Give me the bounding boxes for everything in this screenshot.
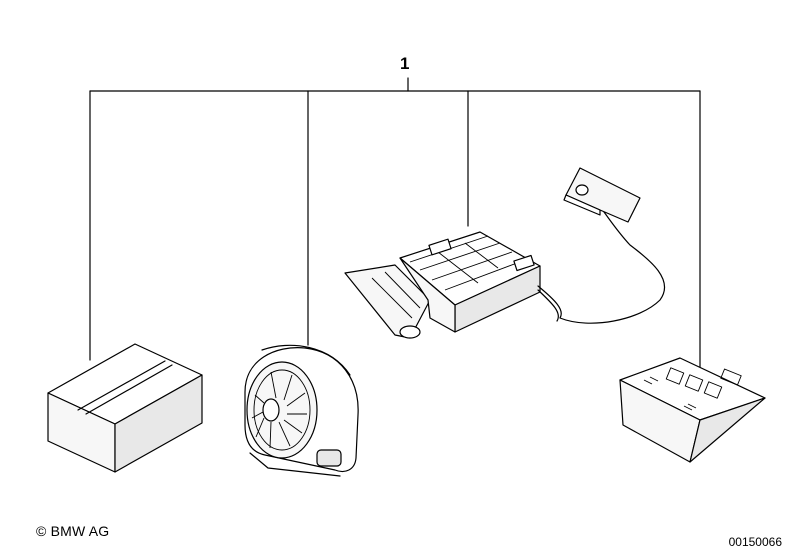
leader-lines xyxy=(89,77,701,369)
document-number: 00150066 xyxy=(728,535,782,549)
parts-box-icon xyxy=(47,343,203,473)
callout-number: 1 xyxy=(400,54,410,73)
sensor-module-icon xyxy=(619,357,766,463)
copyright-text: © BMW AG xyxy=(36,523,110,539)
alarm-siren-icon xyxy=(244,344,359,477)
control-unit-icon xyxy=(344,167,666,339)
